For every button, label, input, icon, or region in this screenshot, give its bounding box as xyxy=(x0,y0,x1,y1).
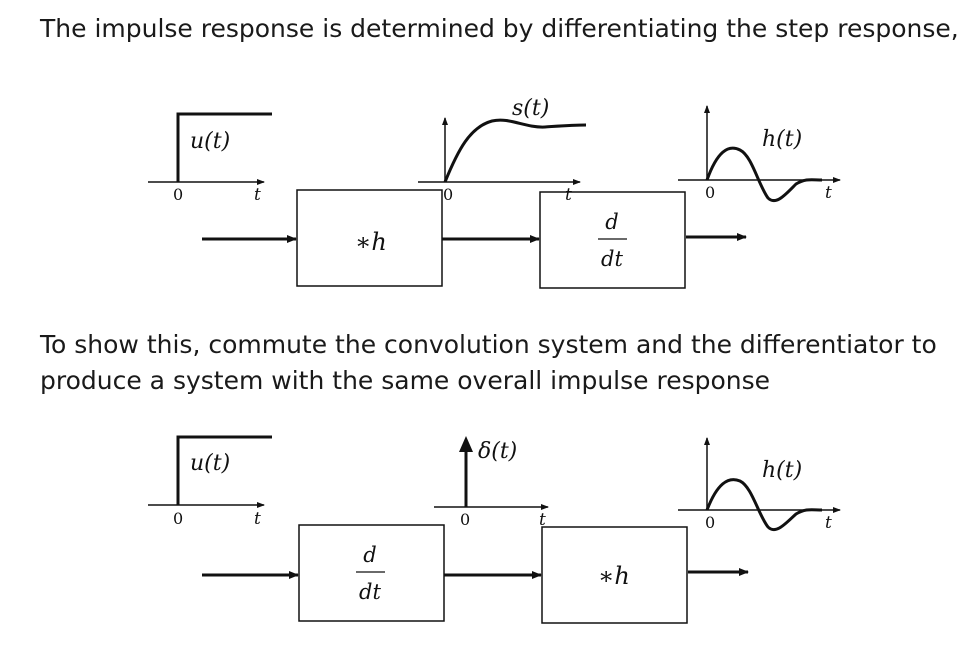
bottom-delta-origin-label: 0 xyxy=(460,510,470,529)
sentence-commute-line-2: produce a system with the same overall i… xyxy=(40,366,771,395)
top-h-axis-label: t xyxy=(825,183,832,203)
top-diagram: u(t) 0 t ∗h s(t) 0 t d dt xyxy=(148,96,841,289)
top-input-origin-label: 0 xyxy=(173,185,183,204)
top-h-origin-label: 0 xyxy=(705,183,715,202)
sentence-impulse-step: The impulse response is determined by di… xyxy=(40,14,959,43)
bottom-input-step-plot: u(t) 0 t xyxy=(148,435,272,529)
top-differentiator-denominator: dt xyxy=(601,247,623,271)
bottom-differentiator-numerator: d xyxy=(363,543,376,567)
top-s-signal-label: s(t) xyxy=(512,96,549,121)
top-s-curve xyxy=(443,118,587,183)
bottom-h-origin-label: 0 xyxy=(705,513,715,532)
bottom-input-axis-label: t xyxy=(254,509,261,529)
bottom-h-curve xyxy=(705,478,823,532)
bottom-delta-plot: δ(t) 0 t xyxy=(434,436,549,530)
top-s-origin-label: 0 xyxy=(443,185,453,204)
top-input-signal-label: u(t) xyxy=(190,129,230,154)
top-differentiator-box xyxy=(539,191,686,289)
top-h-curve xyxy=(705,146,823,203)
bottom-differentiator-denominator: dt xyxy=(359,580,381,604)
top-input-step-plot: u(t) 0 t xyxy=(148,112,272,205)
bottom-h-axis-label: t xyxy=(825,513,832,533)
bottom-input-signal-label: u(t) xyxy=(190,451,230,476)
bottom-delta-signal-label: δ(t) xyxy=(478,439,517,464)
top-input-step-curve xyxy=(176,112,272,182)
bottom-delta-axis-label: t xyxy=(539,510,546,530)
bottom-h-signal-label: h(t) xyxy=(762,458,802,483)
bottom-input-step-curve xyxy=(176,435,272,505)
top-input-axis-label: t xyxy=(254,185,261,205)
bottom-differentiator-box xyxy=(298,524,445,622)
top-s-axis-label: t xyxy=(565,185,572,205)
top-differentiator-numerator: d xyxy=(605,210,618,234)
top-impulse-response-plot: h(t) 0 t xyxy=(678,105,841,203)
bottom-diagram: u(t) 0 t d dt δ(t) 0 t ∗h xyxy=(148,435,841,624)
bottom-input-origin-label: 0 xyxy=(173,509,183,528)
sentence-commute-line-1: To show this, commute the convolution sy… xyxy=(40,330,937,359)
bottom-delta-impulse-head xyxy=(459,436,473,452)
top-convolution-label: ∗h xyxy=(355,228,387,256)
top-h-signal-label: h(t) xyxy=(762,127,802,152)
bottom-impulse-response-plot: h(t) 0 t xyxy=(678,437,841,533)
bottom-convolution-box xyxy=(541,526,688,624)
top-step-response-plot: s(t) 0 t xyxy=(418,96,587,205)
bottom-convolution-label: ∗h xyxy=(598,562,630,590)
